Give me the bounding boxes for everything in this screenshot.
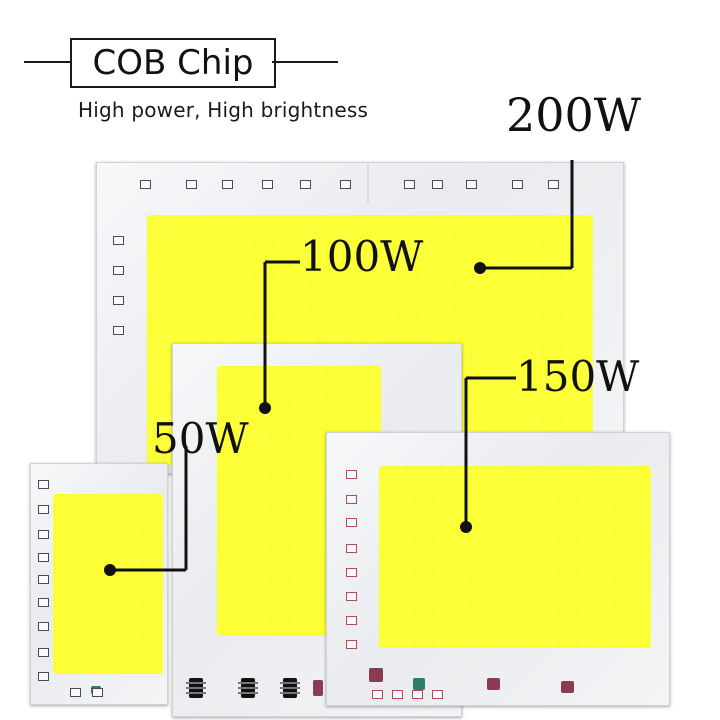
solder-pad <box>70 688 81 697</box>
title-rule-right <box>272 61 338 63</box>
driver-chip-2 <box>238 678 258 698</box>
solder-pad <box>346 568 357 577</box>
cob-board-50w <box>30 463 168 705</box>
solder-pad <box>548 180 559 189</box>
component-150w-2 <box>413 678 425 690</box>
solder-pad <box>38 672 49 681</box>
solder-pad <box>412 690 423 699</box>
solder-pad <box>38 530 49 539</box>
leader-100w <box>259 260 300 414</box>
solder-pad <box>404 180 415 189</box>
leader-200w <box>474 160 574 274</box>
leader-50w <box>104 446 188 576</box>
solder-pad <box>300 180 311 189</box>
solder-pad <box>340 180 351 189</box>
solder-pad <box>92 688 103 697</box>
board-rail-200w <box>367 163 369 203</box>
solder-pad <box>38 648 49 657</box>
solder-pad <box>346 495 357 504</box>
solder-pad <box>140 180 151 189</box>
solder-pad <box>38 598 49 607</box>
component-150w-1 <box>369 668 383 682</box>
label-200w: 200W <box>506 88 642 142</box>
subtitle: High power, High brightness <box>78 98 369 122</box>
driver-chip-1 <box>186 678 206 698</box>
solder-pad <box>38 575 49 584</box>
solder-pad <box>466 180 477 189</box>
component-150w-4 <box>561 681 574 693</box>
solder-pad <box>432 180 443 189</box>
solder-pad <box>38 553 49 562</box>
leader-150w <box>460 376 516 533</box>
solder-pad <box>222 180 233 189</box>
led-area-150w <box>379 466 651 648</box>
title-box: COB Chip <box>70 38 276 88</box>
solder-pad <box>262 180 273 189</box>
solder-pad <box>346 616 357 625</box>
label-100w: 100W <box>300 232 424 281</box>
page-title: COB Chip <box>92 43 254 83</box>
solder-pad <box>346 592 357 601</box>
solder-pad <box>186 180 197 189</box>
title-rule-left <box>24 61 72 63</box>
solder-pad <box>346 544 357 553</box>
solder-pad <box>512 180 523 189</box>
solder-pad <box>38 622 49 631</box>
label-50w: 50W <box>152 414 249 463</box>
label-150w: 150W <box>516 352 640 401</box>
solder-pad <box>346 640 357 649</box>
solder-pad <box>432 690 443 699</box>
driver-chip-3 <box>280 678 300 698</box>
solder-pad <box>113 326 124 335</box>
solder-pad <box>113 266 124 275</box>
cob-board-150w <box>326 432 670 706</box>
component-150w-3 <box>487 678 500 690</box>
solder-pad <box>113 296 124 305</box>
solder-pad <box>346 518 357 527</box>
component-100w <box>313 680 323 696</box>
solder-pad <box>38 505 49 514</box>
solder-pad <box>392 690 403 699</box>
solder-pad <box>38 480 49 489</box>
led-area-50w <box>53 494 163 674</box>
solder-pad <box>113 236 124 245</box>
solder-pad <box>372 690 383 699</box>
solder-pad <box>346 470 357 479</box>
